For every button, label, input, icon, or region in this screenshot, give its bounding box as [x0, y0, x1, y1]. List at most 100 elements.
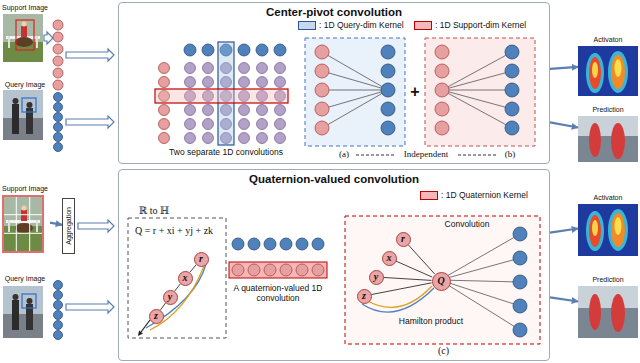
feature-dot — [185, 133, 196, 144]
component-symbol: Q — [437, 276, 444, 286]
image-caption: Prediction — [578, 104, 638, 115]
feature-dot — [381, 83, 395, 97]
feature-dot — [54, 311, 63, 320]
kernel-line — [440, 234, 520, 280]
feature-dot — [53, 44, 63, 54]
hollow-arrow — [78, 220, 114, 232]
feature-dot — [435, 83, 449, 97]
feature-dot — [315, 83, 329, 97]
query-photo — [22, 98, 36, 112]
image-caption: Prediction — [578, 274, 638, 285]
support-photo — [36, 36, 38, 48]
activation-map — [586, 53, 604, 93]
feature-dot — [239, 119, 250, 130]
prediction-photo — [578, 286, 638, 338]
legend-text: : 1D Quaternion Kernel — [441, 190, 528, 200]
feature-dot — [275, 77, 286, 88]
legend-item: : 1D Query-dim Kernel — [298, 20, 404, 30]
plus-sign: + — [407, 82, 423, 101]
prediction-photo — [578, 286, 638, 338]
component-symbol: r — [401, 234, 405, 244]
feature-dot — [315, 45, 329, 59]
feature-dot — [257, 77, 268, 88]
support-photo — [8, 36, 10, 48]
quaternion-node: r — [396, 232, 411, 247]
activation-map — [611, 55, 625, 89]
activation-map — [608, 51, 628, 93]
panel-tag: (a) — [334, 149, 354, 160]
kernel-line — [322, 90, 388, 128]
query-photo — [12, 300, 19, 330]
support-photo — [21, 26, 27, 37]
quaternion-node: x — [382, 251, 397, 266]
legend-text: : 1D Support-dim Kernel — [435, 20, 526, 30]
feature-dot — [54, 113, 63, 122]
feature-dot — [513, 299, 527, 313]
feature-dot — [280, 238, 292, 250]
component-symbol: y — [374, 272, 378, 282]
query-photo — [13, 98, 19, 104]
dash-line — [356, 155, 394, 156]
support-kernel-box — [425, 38, 535, 146]
feature-dot — [159, 105, 170, 116]
feature-dot — [381, 45, 395, 59]
activation-map — [615, 59, 622, 77]
feature-dot — [53, 56, 63, 66]
component-symbol: x — [387, 253, 392, 263]
feature-dot — [264, 238, 276, 250]
flow-arrow — [550, 228, 578, 232]
image-caption: Activaton — [578, 34, 638, 45]
feature-dot — [54, 133, 63, 142]
link-line — [190, 265, 196, 273]
query-photo — [13, 294, 19, 300]
feature-dot — [53, 20, 63, 30]
feature-dot — [54, 321, 63, 330]
feature-dot — [232, 238, 244, 250]
panel-tag: (b) — [500, 149, 520, 160]
activation-map — [578, 204, 638, 256]
feature-dot — [315, 121, 329, 135]
activation-map — [611, 213, 625, 247]
query-photo — [3, 286, 43, 338]
feature-dot — [159, 133, 170, 144]
feature-dot — [53, 80, 63, 90]
feature-dot — [274, 44, 286, 56]
feature-dot — [315, 102, 329, 116]
quaternion-node: Q — [432, 272, 451, 291]
feature-dot — [513, 323, 527, 337]
relation-label: Independent — [396, 149, 456, 160]
feature-dot — [159, 119, 170, 130]
kernel-highlight — [155, 89, 288, 103]
kernel-line — [440, 280, 520, 282]
activation-map — [589, 57, 601, 89]
section-title: Quaternion-valued convolution — [119, 170, 549, 186]
kernel-line — [440, 258, 520, 280]
feature-dot — [275, 119, 286, 130]
image-panel: Support Image — [0, 2, 50, 64]
support-photo — [3, 196, 43, 252]
hamilton-curve — [362, 288, 434, 312]
image-panel: Support Image — [0, 183, 50, 253]
image-panel: Query Image — [0, 273, 50, 339]
feature-dot — [312, 264, 324, 276]
feature-dot — [257, 133, 268, 144]
link-line — [175, 284, 181, 291]
activation-map — [592, 220, 598, 236]
prediction-photo — [578, 136, 638, 162]
prediction-photo — [578, 308, 638, 338]
feature-dot — [296, 238, 308, 250]
group-label: (c) — [346, 345, 541, 357]
feature-dot — [257, 63, 268, 74]
image-panel: Activaton — [578, 192, 638, 256]
hollow-arrow — [44, 32, 114, 313]
feature-dot — [505, 102, 519, 116]
support-photo — [3, 196, 43, 252]
kernel-line — [442, 71, 512, 90]
query-photo — [3, 286, 43, 338]
image-caption: Query Image — [0, 79, 50, 90]
link-line — [396, 261, 432, 277]
query-photo — [12, 104, 19, 134]
feature-dot — [381, 102, 395, 116]
activation-map — [592, 62, 598, 78]
